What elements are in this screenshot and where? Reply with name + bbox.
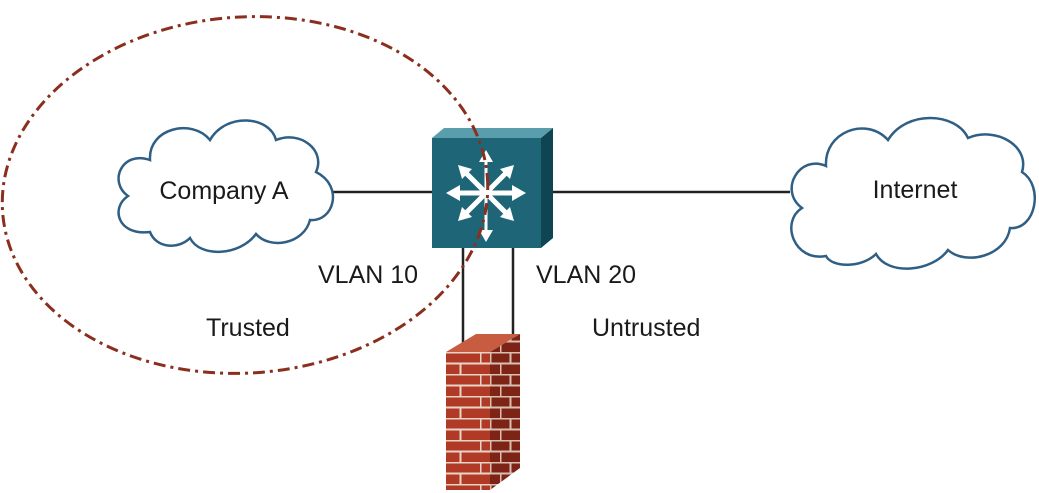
vlan-10-label: VLAN 10	[318, 261, 418, 289]
trusted-label: Trusted	[206, 314, 290, 342]
switch	[432, 128, 553, 248]
firewall	[446, 334, 520, 490]
company-a-label: Company A	[159, 177, 289, 205]
firewall-side-face	[490, 334, 520, 490]
firewall-top-face	[446, 334, 520, 352]
multilayer-switch-icon	[446, 150, 526, 242]
untrusted-label: Untrusted	[592, 314, 700, 342]
vlan-20-label: VLAN 20	[536, 261, 636, 289]
switch-top-face	[432, 128, 553, 138]
internet-label: Internet	[873, 176, 958, 204]
switch-side-face	[541, 128, 553, 248]
company-a-cloud: Company A	[117, 119, 335, 253]
cloud-icon	[790, 116, 1037, 270]
cloud-icon	[117, 119, 335, 253]
internet-cloud: Internet	[790, 116, 1037, 270]
firewall-icon	[446, 352, 490, 490]
trust-boundary	[0, 15, 490, 375]
